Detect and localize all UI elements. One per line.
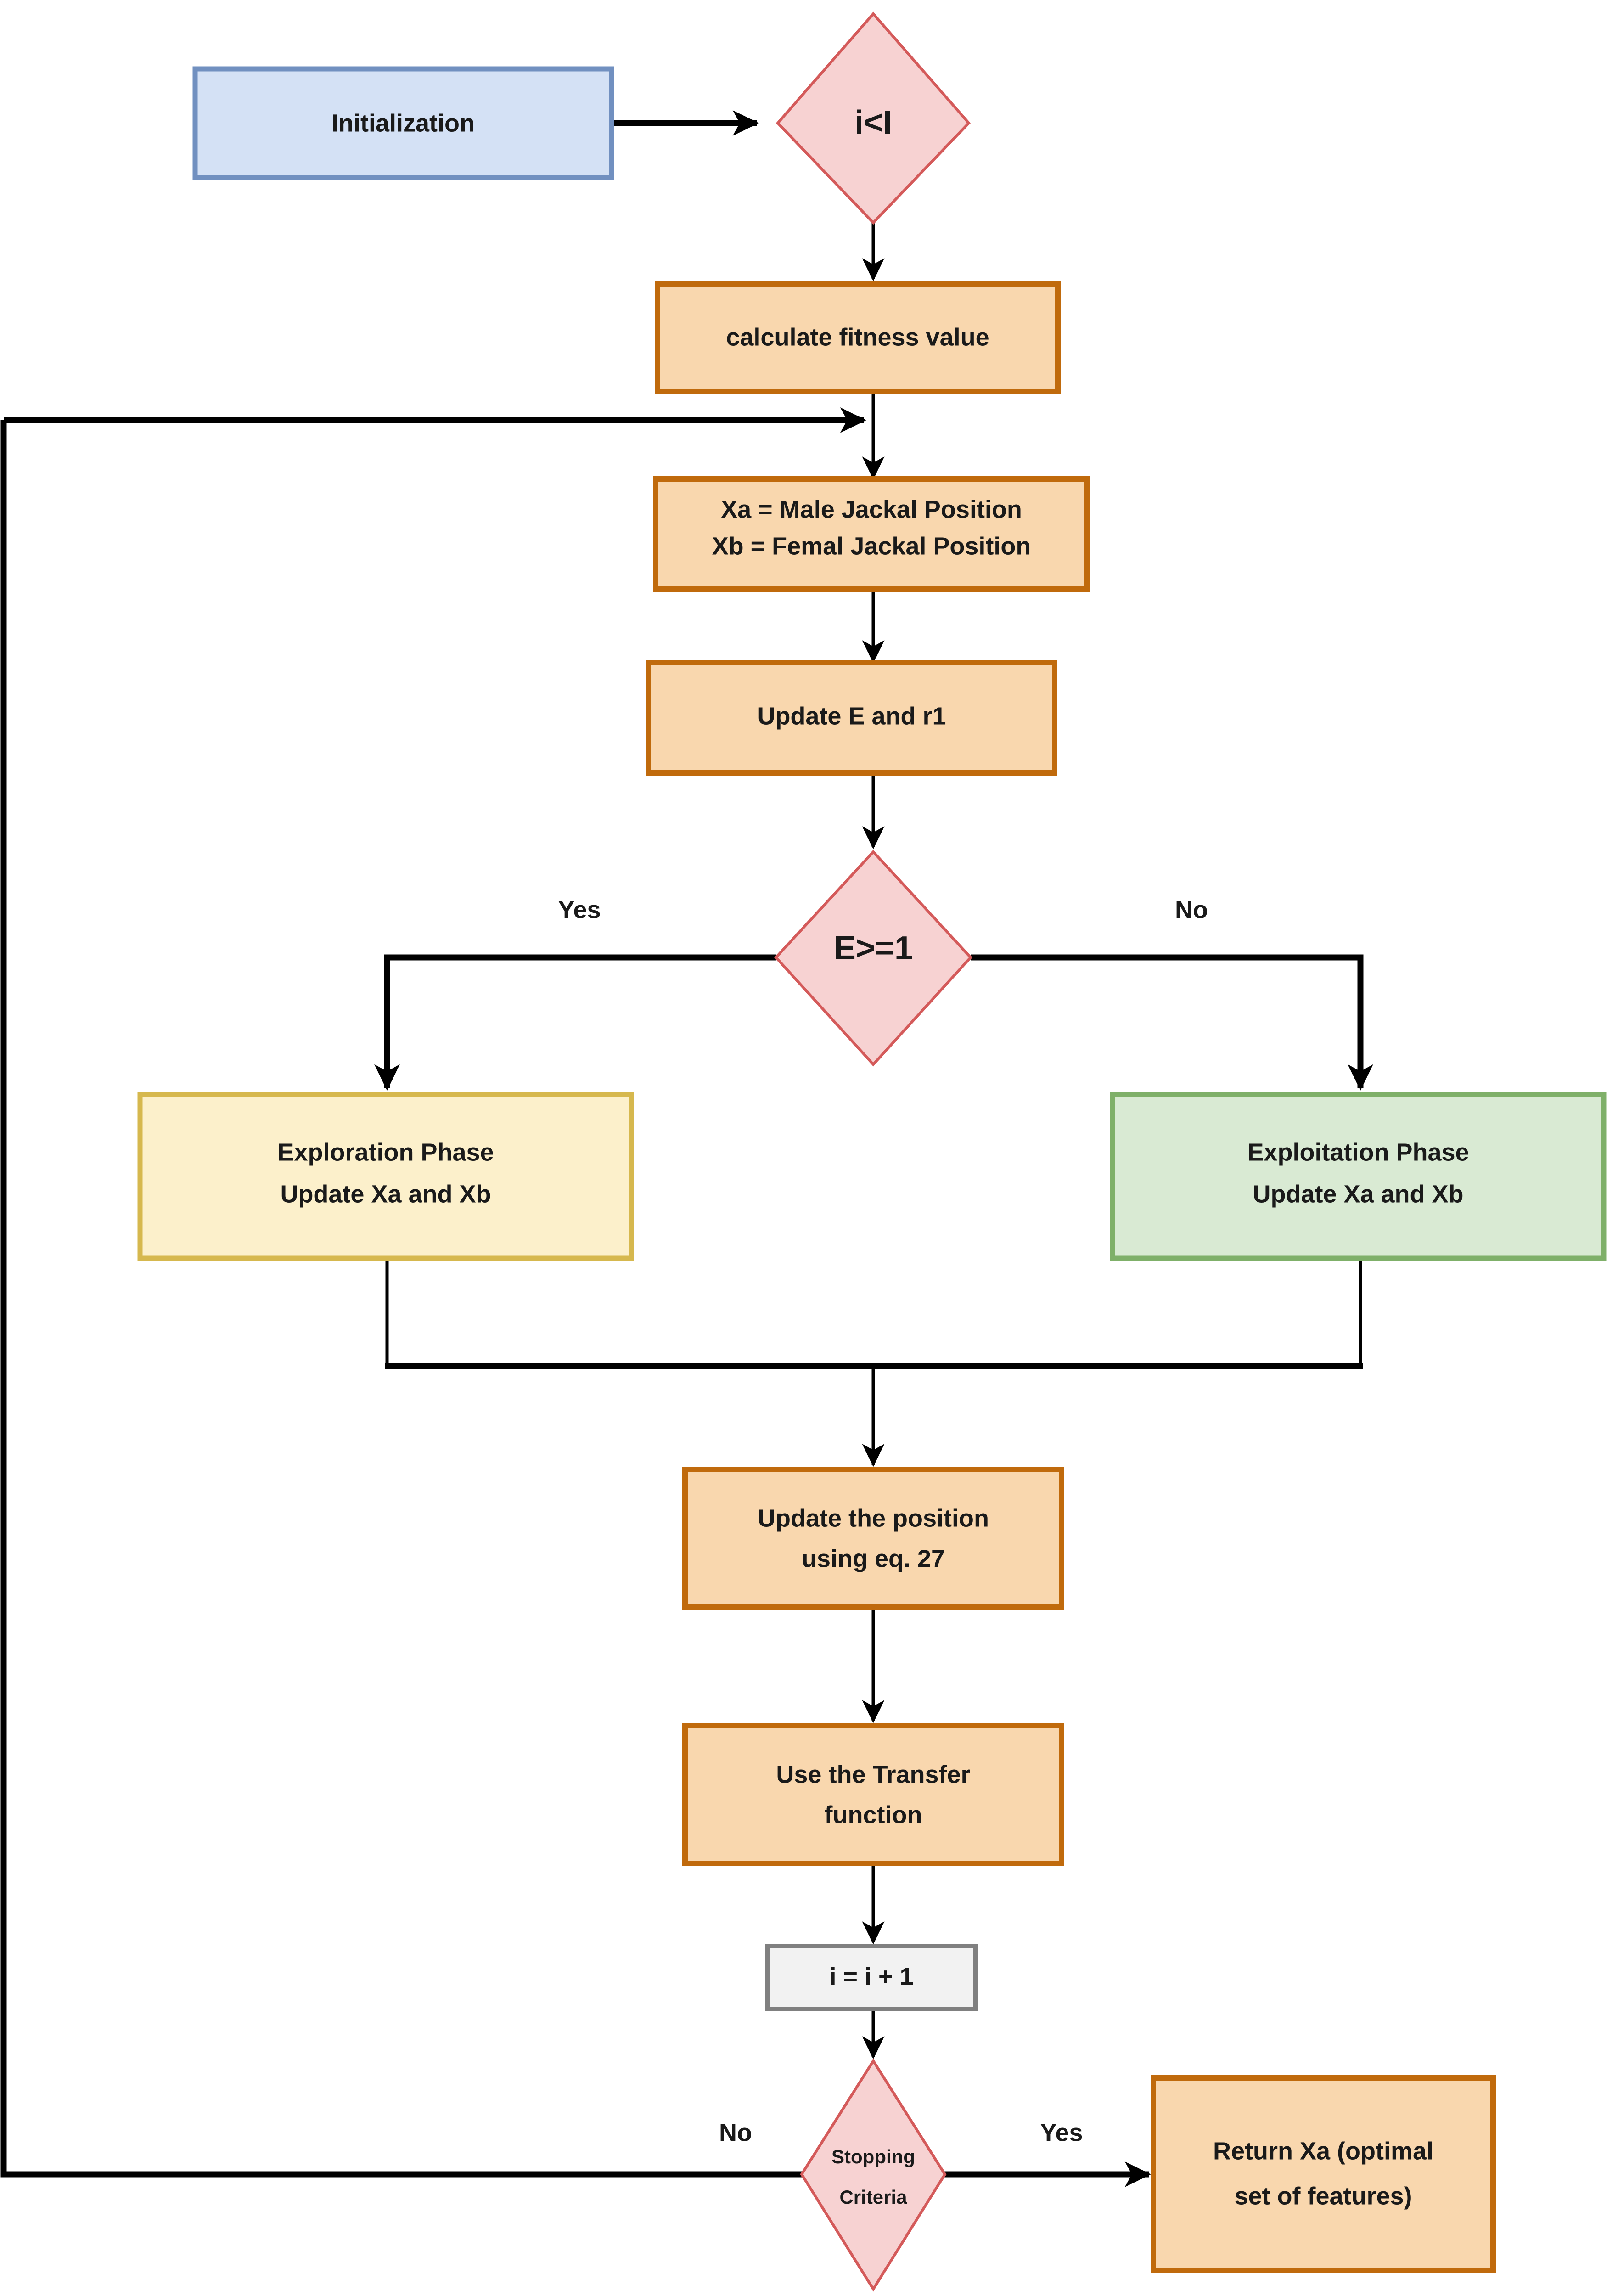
node-update-e-r1[interactable]: Update E and r1	[646, 660, 1057, 776]
node-return-result[interactable]: Return Xa (optimal set of features)	[1151, 2075, 1496, 2273]
node-increment[interactable]: i = i + 1	[765, 1944, 978, 2011]
node-initialization[interactable]: Initialization	[192, 66, 614, 180]
node-exploitation-phase[interactable]: Exploitation Phase Update Xa and Xb	[1110, 1092, 1607, 1261]
update-position-line2: using eq. 27	[802, 1545, 945, 1572]
update-position-box[interactable]	[682, 1467, 1064, 1610]
edge-label-energy-yes: Yes	[558, 896, 601, 923]
update-e-r1-box[interactable]	[646, 660, 1057, 776]
node-exploration-phase[interactable]: Exploration Phase Update Xa and Xb	[137, 1092, 634, 1261]
jackal-positions-box[interactable]	[653, 476, 1090, 592]
exploitation-phase-line1: Exploitation Phase	[1247, 1138, 1469, 1166]
exploration-phase-box[interactable]	[137, 1092, 634, 1261]
increment-box[interactable]	[765, 1944, 978, 2011]
node-energy-check[interactable]: E>=1	[774, 850, 973, 1067]
update-e-r1-label: Update E and r1	[757, 702, 946, 730]
transfer-function-box[interactable]	[682, 1723, 1064, 1866]
exploitation-phase-line2: Update Xa and Xb	[1253, 1180, 1463, 1208]
stopping-criteria-diamond[interactable]	[800, 2058, 947, 2292]
return-result-line2: set of features)	[1234, 2182, 1412, 2210]
node-transfer-function[interactable]: Use the Transfer function	[682, 1723, 1064, 1866]
transfer-function-line1: Use the Transfer	[776, 1761, 970, 1788]
edge-energycheck-no-to-exploitation	[971, 954, 1373, 1091]
exploration-phase-line2: Update Xa and Xb	[280, 1180, 491, 1208]
calculate-fitness-label: calculate fitness value	[726, 323, 989, 351]
jackal-positions-line2: Xb = Femal Jackal Position	[712, 532, 1031, 560]
energy-check-label: E>=1	[834, 930, 913, 967]
edge-label-energy-no: No	[1175, 896, 1208, 923]
stopping-criteria-line1: Stopping	[831, 2146, 915, 2167]
transfer-function-line2: function	[825, 1801, 922, 1829]
edge-label-stopping-yes: Yes	[1040, 2119, 1083, 2146]
stopping-criteria-line2: Criteria	[839, 2186, 907, 2208]
jackal-positions-line1: Xa = Male Jackal Position	[721, 495, 1022, 523]
calculate-fitness-box[interactable]	[655, 281, 1061, 394]
exploration-phase-line1: Exploration Phase	[277, 1138, 494, 1166]
edge-label-stopping-no: No	[719, 2119, 752, 2146]
update-position-line1: Update the position	[758, 1504, 989, 1532]
initialization-label: Initialization	[331, 109, 475, 137]
energy-check-diamond[interactable]	[774, 850, 973, 1067]
loop-check-diamond[interactable]	[775, 11, 971, 225]
initialization-box[interactable]	[192, 66, 614, 180]
return-result-box[interactable]	[1151, 2075, 1496, 2273]
node-jackal-positions[interactable]: Xa = Male Jackal Position Xb = Femal Jac…	[653, 476, 1090, 592]
node-loop-check[interactable]: i<I	[775, 11, 971, 225]
loop-check-label: i<I	[854, 104, 892, 141]
return-result-line1: Return Xa (optimal	[1213, 2137, 1433, 2165]
edge-stopping-no-feedback	[0, 420, 803, 2178]
node-stopping-criteria[interactable]: Stopping Criteria	[800, 2058, 947, 2292]
increment-label: i = i + 1	[829, 1963, 913, 1990]
exploitation-phase-box[interactable]	[1110, 1092, 1607, 1261]
node-calculate-fitness[interactable]: calculate fitness value	[655, 281, 1061, 394]
node-update-position[interactable]: Update the position using eq. 27	[682, 1467, 1064, 1610]
edge-energycheck-yes-to-exploration	[374, 954, 776, 1091]
